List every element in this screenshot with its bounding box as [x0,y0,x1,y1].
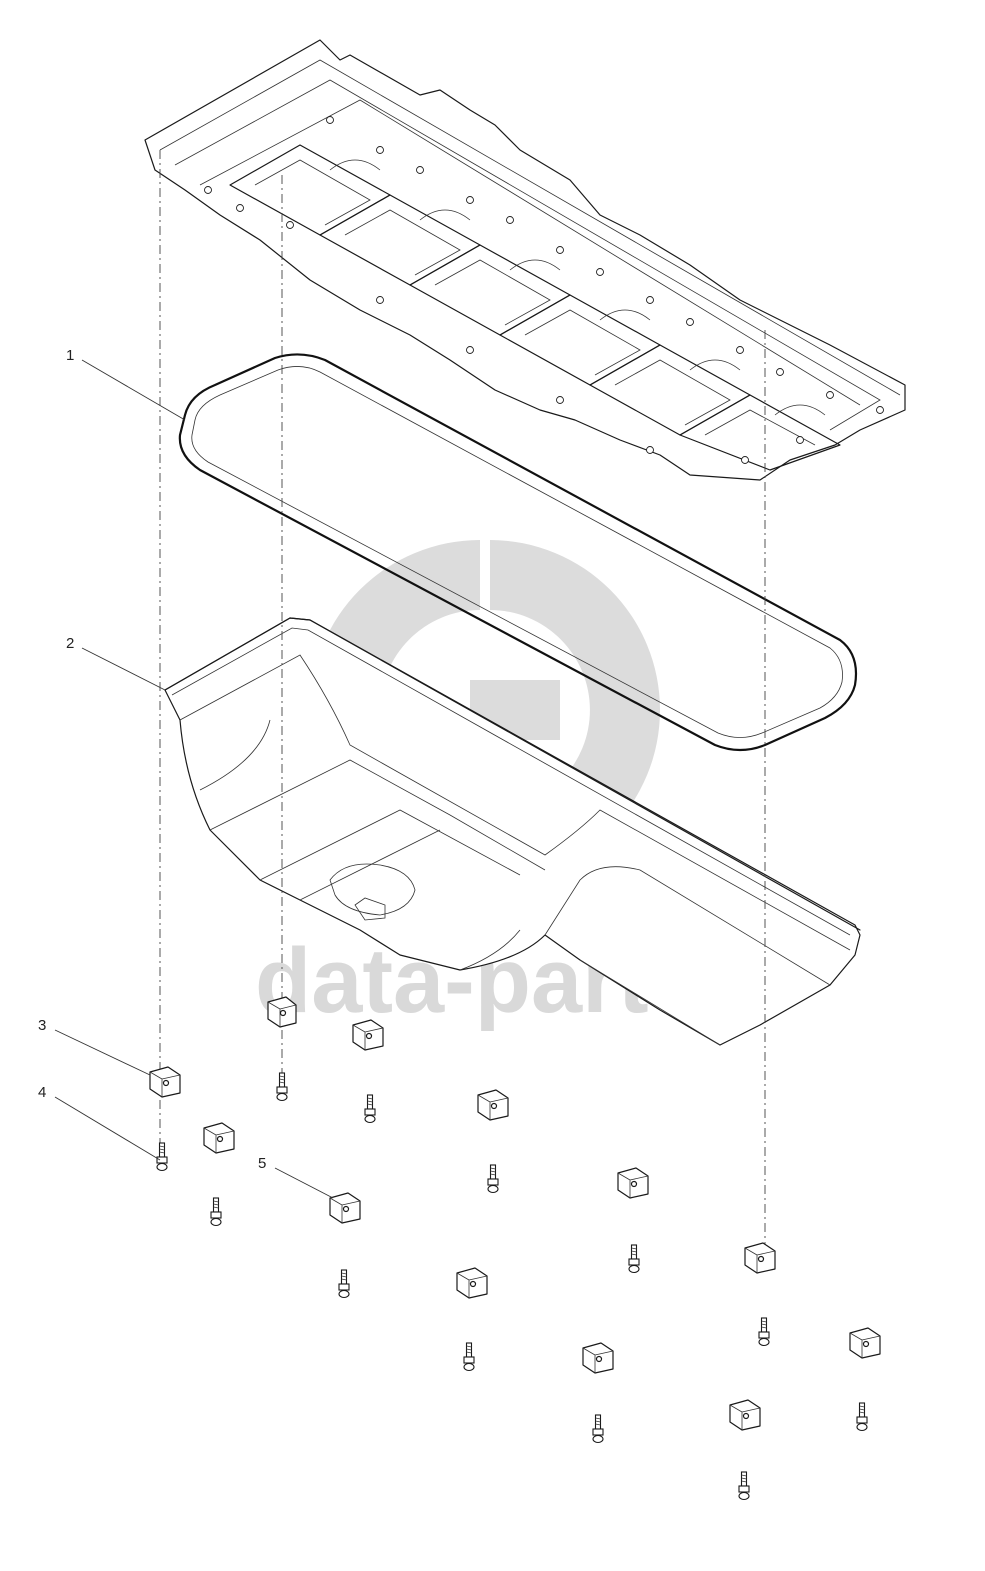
callout-2: 2 [66,635,74,652]
clip-parts [149,996,881,1431]
engine-block [144,39,906,481]
callout-3: 3 [38,1017,46,1034]
callout-5: 5 [258,1155,266,1172]
alignment-lines [159,150,766,1255]
oil-pan-gasket [178,353,858,752]
oil-pan [164,617,861,1046]
callout-labels: 1 2 3 4 5 [38,347,266,1172]
leader-lines [54,359,334,1199]
callout-4: 4 [38,1084,46,1101]
bolt-parts [156,1072,868,1501]
callout-1: 1 [66,347,74,364]
